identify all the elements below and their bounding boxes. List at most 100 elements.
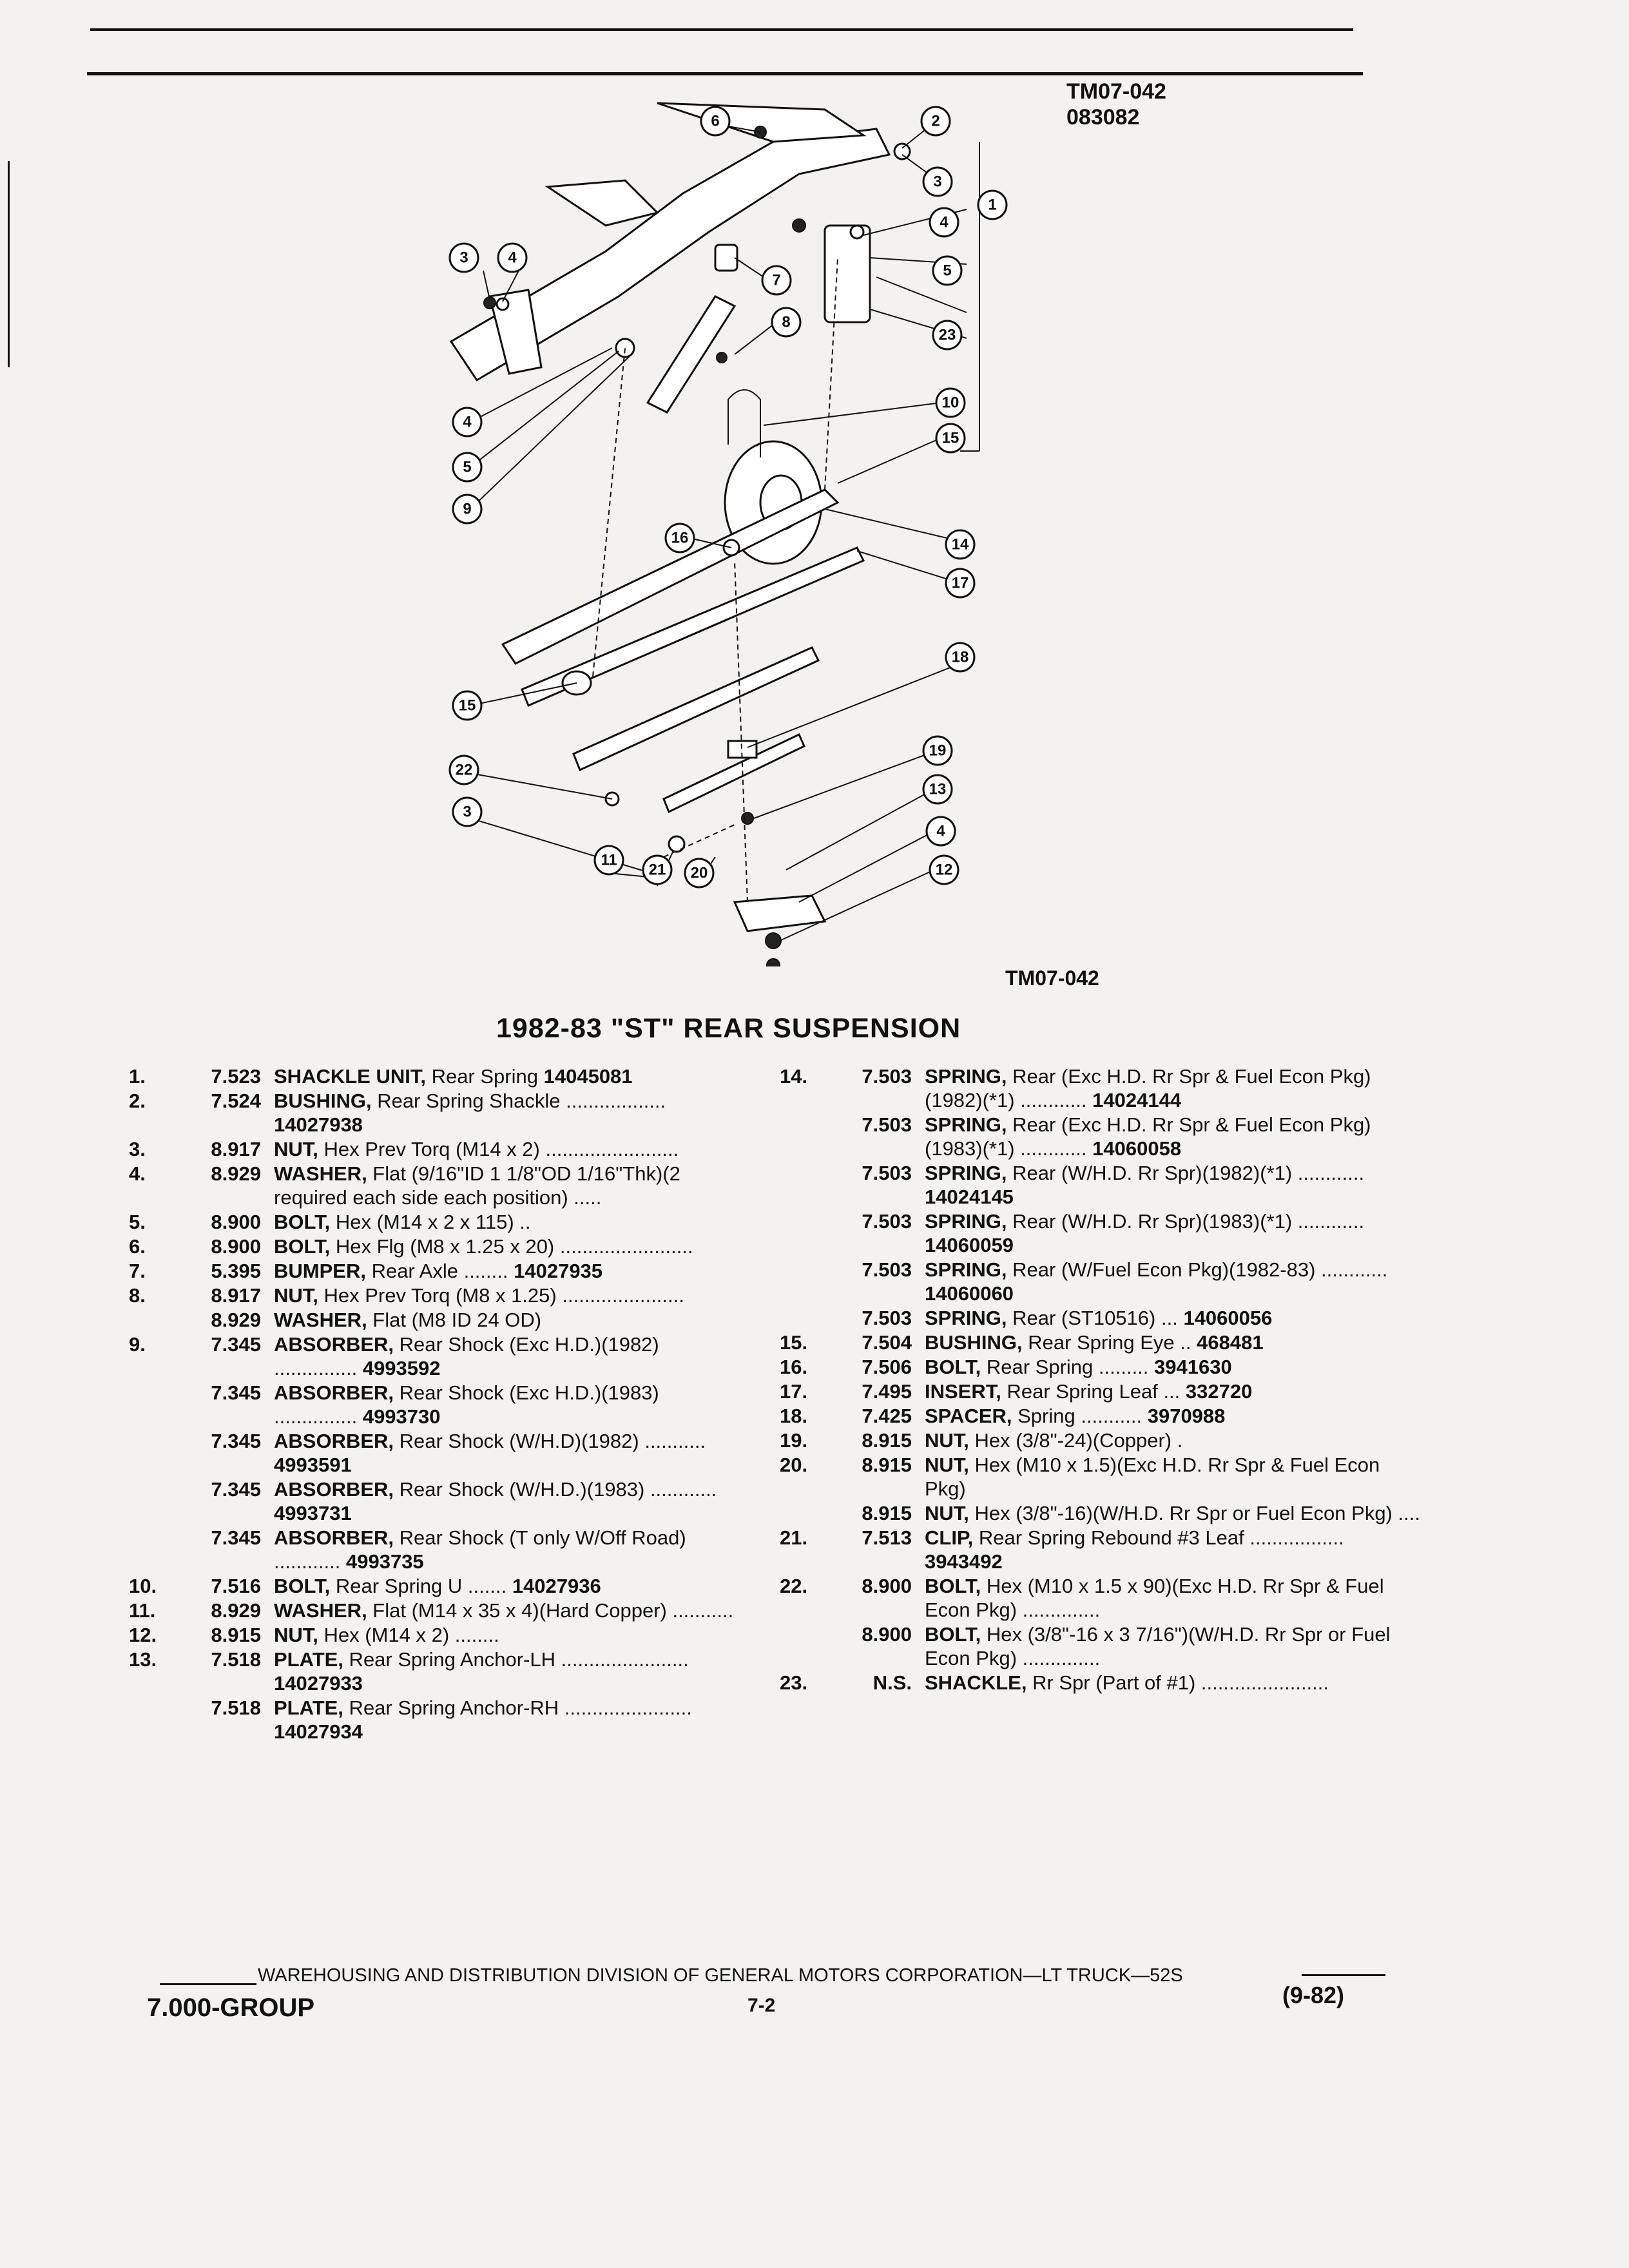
part-details: Rear Spring Anchor-LH ..................… [343,1648,689,1671]
part-description: ABSORBER, Rear Shock (Exc H.D.)(1983) ..… [274,1381,747,1428]
item-number [129,1696,177,1744]
callout-9: 9 [452,494,483,524]
part-details: Rear Spring Shackle .................. [371,1090,666,1112]
part-description: BOLT, Hex (M10 x 1.5 x 90)(Exc H.D. Rr S… [925,1574,1424,1622]
group-reference: 7.503 [862,1210,912,1233]
part-name: NUT, [274,1138,318,1160]
group-reference: 7.503 [862,1065,912,1088]
callout-15-top: 15 [935,423,966,454]
footer-rule-left [160,1983,256,1985]
leaf-spring-main [501,488,840,665]
callout-21: 21 [642,854,673,885]
group-reference: 7.345 [211,1430,261,1452]
group-reference: 5.395 [211,1260,261,1282]
part-description: SPRING, Rear (Exc H.D. Rr Spr & Fuel Eco… [925,1113,1424,1160]
svg-text:11: 11 [601,852,617,869]
item-number: 4. [129,1162,146,1185]
part-details: Spring ........... [1012,1405,1142,1427]
part-name: ABSORBER, [274,1526,394,1549]
item-number: 18. [780,1405,808,1427]
u-bolt [728,389,761,457]
part-number: 3970988 [1147,1405,1226,1427]
part-name: WASHER, [274,1162,367,1185]
shock-absorber [646,295,737,414]
item-number: 13. [129,1648,157,1671]
part-description: SPRING, Rear (Exc H.D. Rr Spr & Fuel Eco… [925,1064,1424,1112]
rear-axle-bumper [714,244,738,272]
part-name: SPRING, [925,1113,1007,1136]
leaf-spring-second [521,546,865,707]
svg-text:10: 10 [942,394,959,412]
part-description: BOLT, Hex (3/8"-16 x 3 7/16")(W/H.D. Rr … [925,1622,1424,1670]
part-details: Rear Spring Leaf ... [1001,1380,1181,1403]
shackle-bushing [893,142,911,160]
svg-text:8: 8 [782,314,790,331]
anchor-nut-lower [766,958,780,966]
part-number: 4993730 [362,1405,441,1428]
part-description: BUMPER, Rear Axle ........ 14027935 [274,1259,747,1283]
group-reference: 8.929 [211,1599,261,1622]
part-name: ABSORBER, [274,1478,394,1501]
callout-4-mid: 4 [452,407,483,437]
part-description: NUT, Hex Prev Torq (M8 x 1.25) .........… [274,1283,747,1307]
part-details: Hex Prev Torq (M14 x 2) ................… [318,1138,679,1160]
item-number [129,1381,177,1428]
part-name: PLATE, [274,1648,343,1671]
group-reference: 8.917 [211,1284,261,1307]
part-details: Rear Axle ........ [365,1260,508,1282]
item-number: 2. [129,1090,146,1112]
group-reference: 7.503 [862,1258,912,1281]
item-number [129,1429,177,1477]
svg-text:4: 4 [463,414,472,431]
part-details: Hex Prev Torq (M8 x 1.25) ..............… [318,1284,684,1307]
svg-text:21: 21 [649,861,666,879]
part-number: 14027936 [512,1575,601,1597]
svg-text:15: 15 [459,697,476,715]
part-details: Rear Spring U ....... [330,1575,507,1597]
group-reference: 7.523 [211,1065,261,1088]
svg-text:22: 22 [456,762,473,779]
part-description: WASHER, Flat (M8 ID 24 OD) [274,1308,747,1332]
part-details: Rear Spring ......... [981,1356,1149,1378]
part-name: BOLT, [925,1575,981,1597]
item-number: 6. [129,1235,146,1258]
part-name: SPRING, [925,1307,1007,1329]
footer-rule-right [1302,1974,1385,1976]
part-description: BUSHING, Rear Spring Eye .. 468481 [925,1331,1424,1354]
left-edge-mark [8,161,10,367]
part-description: BUSHING, Rear Spring Shackle ...........… [274,1089,747,1137]
callout-20: 20 [684,858,715,889]
item-number: 11. [129,1599,156,1622]
parts-list-entry: 7.503 SPRING, Rear (W/H.D. Rr Spr)(1983)(… [780,1209,1424,1257]
svg-text:19: 19 [929,742,947,760]
part-details: Rear (W/H.D. Rr Spr)(1982)(*1) .........… [1007,1162,1365,1184]
part-description: BOLT, Rear Spring ......... 3941630 [925,1355,1424,1379]
part-description: SPRING, Rear (W/H.D. Rr Spr)(1983)(*1) .… [925,1209,1424,1257]
part-description: INSERT, Rear Spring Leaf ... 332720 [925,1379,1424,1403]
group-reference: 7.524 [211,1090,261,1112]
callout-8: 8 [771,307,802,338]
part-name: WASHER, [274,1599,367,1622]
part-number: 468481 [1197,1331,1264,1354]
part-details: Rear (Exc H.D. Rr Spr & Fuel Econ Pkg)(1… [925,1065,1371,1111]
hex-nut-19 [741,812,754,825]
item-number: 20. [780,1454,808,1476]
shackle-nut [792,218,806,233]
item-number: 17. [780,1380,808,1403]
part-details: Hex Flg (M8 x 1.25 x 20) ...............… [330,1235,693,1258]
item-number: 8. [129,1284,146,1307]
group-reference: 7.345 [211,1381,261,1404]
exploded-suspension-diagram: 6 2 3 1 4 5 23 7 8 3 4 4 5 9 10 15 16 14… [448,102,1008,966]
part-name: SHACKLE UNIT, [274,1065,426,1088]
